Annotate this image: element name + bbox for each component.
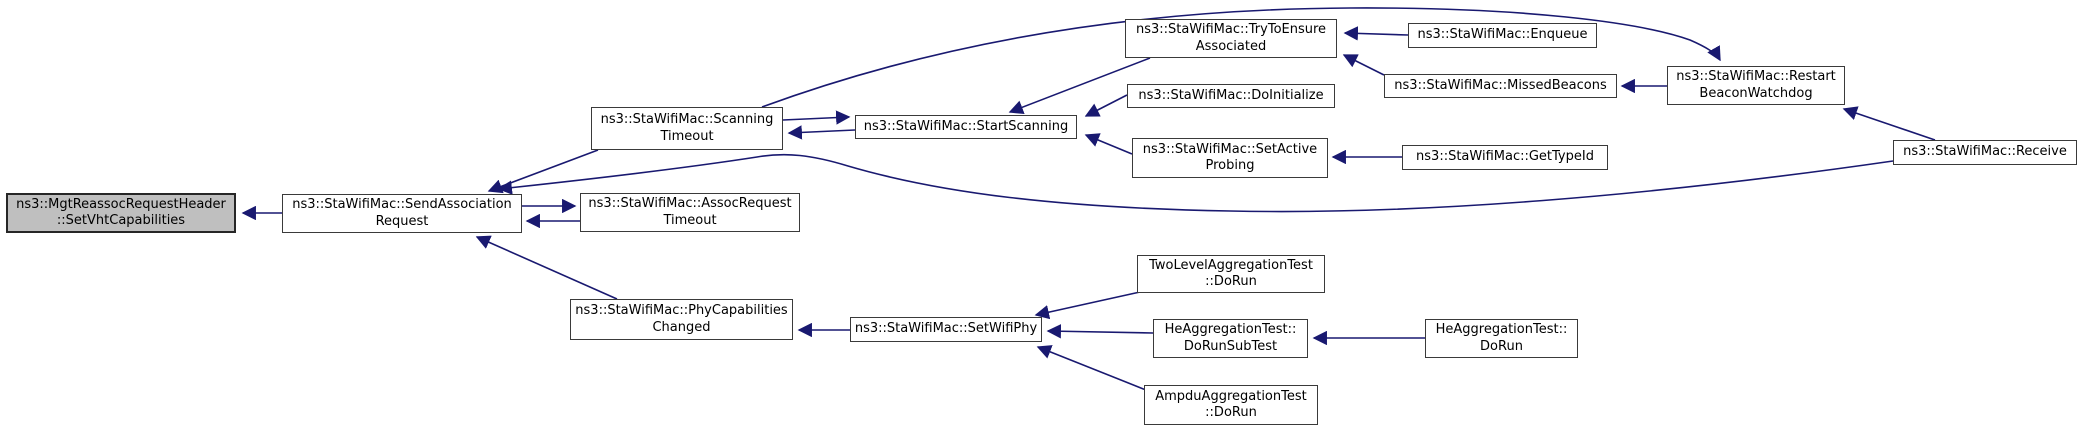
edge-do-initialize-to-start-scanning: [1084, 94, 1128, 117]
node-label-line: ns3::StaWifiMac::Enqueue: [1417, 27, 1588, 43]
node-label-line: Request: [375, 213, 429, 229]
edge-try-to-ensure-associated-to-start-scanning: [1008, 57, 1151, 115]
node-label-line: ns3::StaWifiMac::TryToEnsure: [1135, 22, 1327, 37]
graph-node-get-type-id[interactable]: ns3::StaWifiMac::GetTypeId: [1402, 145, 1608, 170]
node-label-line: Timeout: [660, 128, 714, 144]
node-label-line: ns3::StaWifiMac::Restart: [1676, 69, 1836, 84]
edge-receive-to-restart-beacon-watchdog: [1842, 106, 1936, 141]
node-label-line: ns3::StaWifiMac::StartScanning: [863, 118, 1069, 134]
node-label-line: TwoLevelAggregationTest: [1149, 257, 1313, 273]
node-label-line: ns3::StaWifiMac::MissedBeacons: [1394, 77, 1607, 93]
graph-node-receive[interactable]: ns3::StaWifiMac::Receive: [1893, 140, 2077, 165]
graph-node-he-aggregation-test-do-run-sub-test[interactable]: HeAggregationTest::DoRunSubTest: [1153, 319, 1308, 358]
node-label-line: ::DoRun: [1205, 274, 1257, 289]
node-label-line: ns3::StaWifiMac::SendAssociation: [292, 197, 512, 212]
edge-phy-capabilities-changed-to-send-association-request: [475, 235, 618, 300]
graph-node-start-scanning[interactable]: ns3::StaWifiMac::StartScanning: [855, 115, 1077, 139]
edge-he-aggregation-test-do-run-sub-test-to-set-wifi-phy: [1046, 324, 1154, 339]
node-label-line: ns3::StaWifiMac::SetWifiPhy: [854, 321, 1038, 337]
edge-two-level-aggregation-test-do-run-to-set-wifi-phy: [1034, 291, 1141, 320]
edge-start-scanning-to-scanning-timeout: [787, 125, 856, 140]
graph-node-set-vht-capabilities[interactable]: ns3::MgtReassocRequestHeader::SetVhtCapa…: [6, 193, 236, 233]
node-label-line: AmpduAggregationTest: [1155, 388, 1307, 404]
graph-node-two-level-aggregation-test-do-run[interactable]: TwoLevelAggregationTest::DoRun: [1137, 255, 1325, 293]
node-label-line: ns3::StaWifiMac::DoInitialize: [1138, 87, 1324, 103]
node-label-line: ns3::StaWifiMac::PhyCapabilities: [575, 303, 788, 318]
graph-node-set-wifi-phy[interactable]: ns3::StaWifiMac::SetWifiPhy: [850, 317, 1042, 342]
edge-scanning-timeout-to-restart-beacon-watchdog: [761, 7, 1721, 108]
edge-receive-to-send-association-request: [497, 153, 1894, 213]
graph-node-do-initialize[interactable]: ns3::StaWifiMac::DoInitialize: [1127, 84, 1335, 108]
node-label-line: BeaconWatchdog: [1699, 85, 1813, 101]
graph-node-he-aggregation-test-do-run[interactable]: HeAggregationTest::DoRun: [1425, 319, 1578, 358]
node-label-line: ns3::MgtReassocRequestHeader: [16, 196, 226, 212]
graph-node-missed-beacons[interactable]: ns3::StaWifiMac::MissedBeacons: [1384, 74, 1617, 98]
node-label-line: Associated: [1195, 38, 1267, 54]
node-label-line: HeAggregationTest::: [1164, 322, 1297, 337]
node-label-line: ns3::StaWifiMac::Scanning: [600, 112, 774, 127]
graph-node-enqueue[interactable]: ns3::StaWifiMac::Enqueue: [1408, 23, 1597, 48]
node-label-line: DoRunSubTest: [1183, 338, 1278, 354]
node-label-line: Probing: [1205, 158, 1255, 173]
node-label-line: ns3::StaWifiMac::AssocRequest: [588, 196, 792, 211]
edge-enqueue-to-try-to-ensure-associated: [1343, 26, 1409, 41]
edge-scanning-timeout-to-start-scanning: [782, 110, 851, 125]
node-label-line: ::SetVhtCapabilities: [56, 213, 186, 228]
edge-set-active-probing-to-start-scanning: [1084, 133, 1133, 155]
edge-ampdu-aggregation-test-do-run-to-set-wifi-phy: [1036, 345, 1147, 391]
node-label-line: ns3::StaWifiMac::Receive: [1903, 144, 2067, 160]
edge-missed-beacons-to-try-to-ensure-associated: [1342, 54, 1385, 76]
node-label-line: ::DoRun: [1205, 405, 1257, 420]
node-label-line: Changed: [652, 319, 711, 335]
graph-node-ampdu-aggregation-test-do-run[interactable]: AmpduAggregationTest::DoRun: [1144, 385, 1318, 425]
node-label-line: DoRun: [1480, 338, 1523, 354]
node-label-line: HeAggregationTest::: [1435, 322, 1568, 337]
node-label-line: ns3::StaWifiMac::SetActive: [1142, 141, 1318, 157]
node-label-line: ns3::StaWifiMac::GetTypeId: [1416, 149, 1594, 165]
node-label-line: Timeout: [663, 212, 717, 228]
